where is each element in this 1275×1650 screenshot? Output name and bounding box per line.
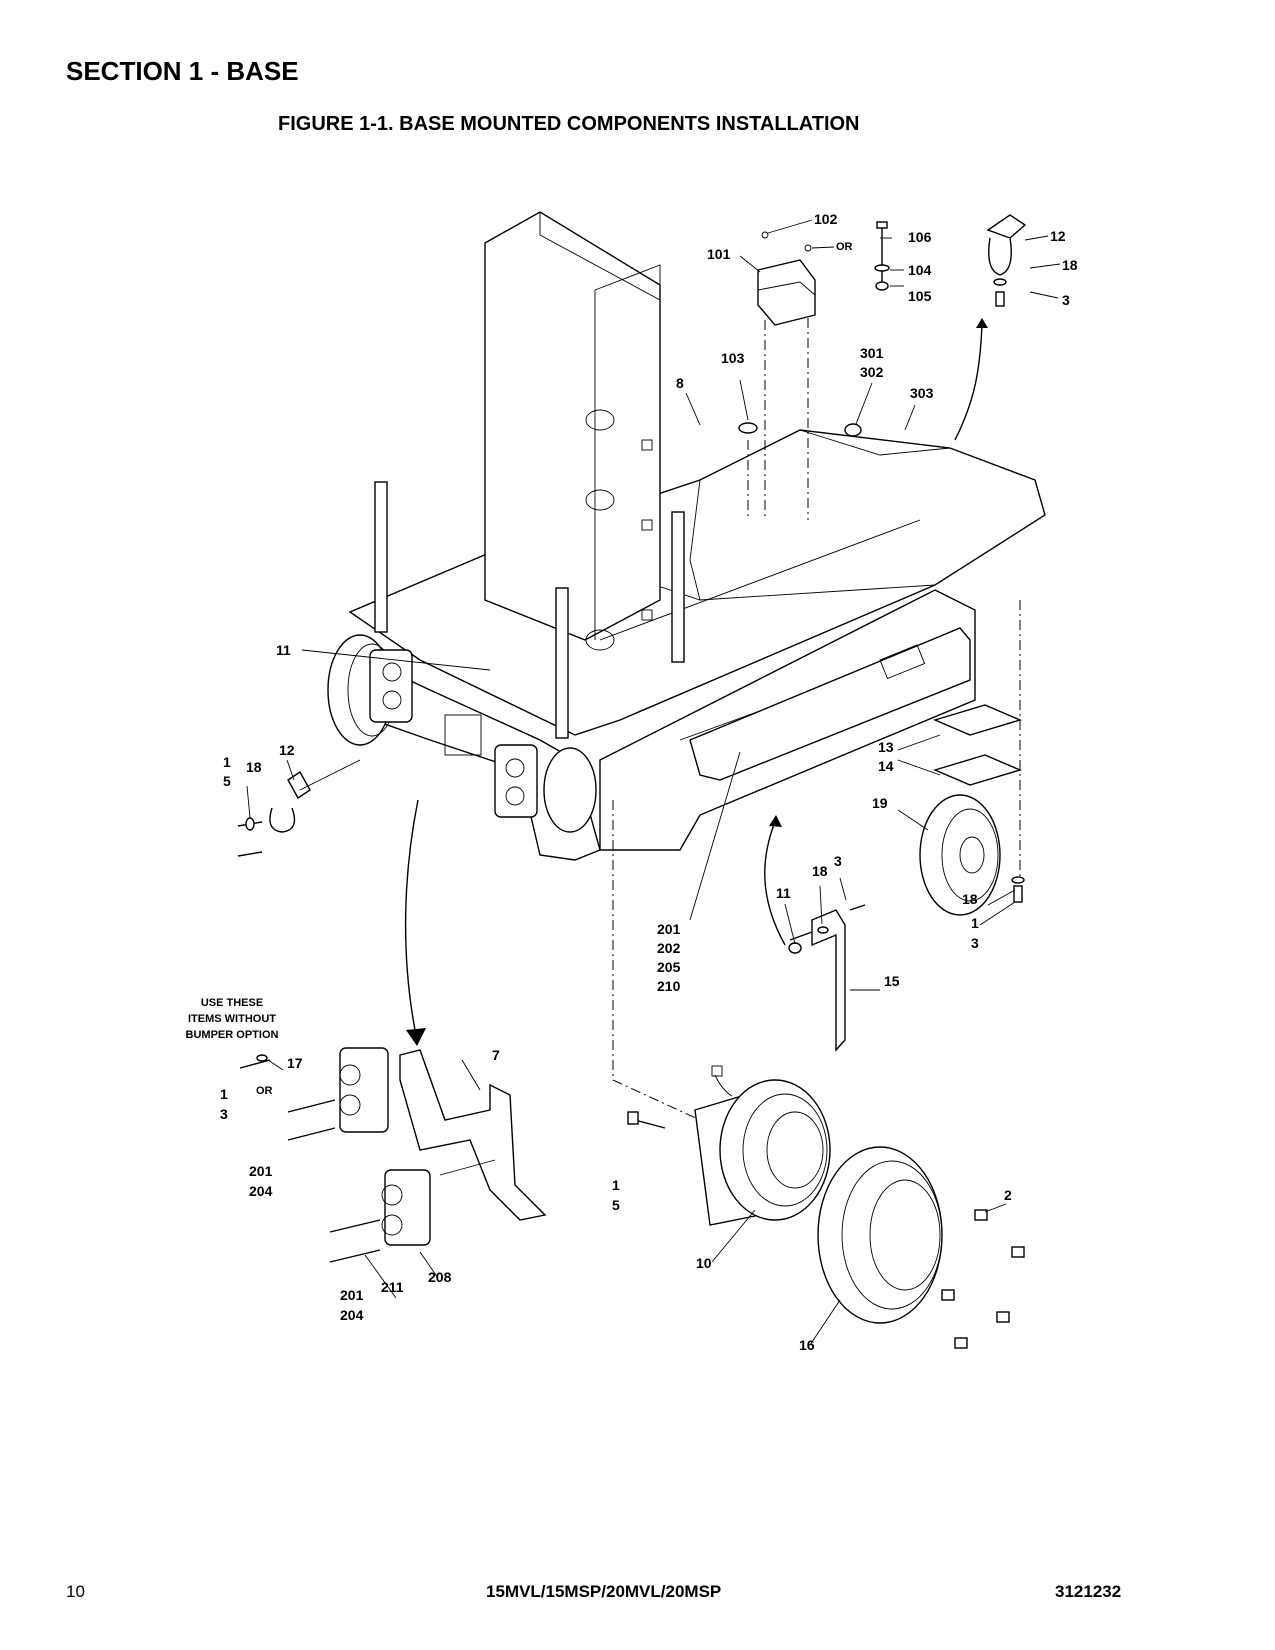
- callout-10: 10: [696, 1255, 712, 1271]
- callout-205: 205: [657, 959, 681, 975]
- callout-210: 210: [657, 978, 681, 994]
- callout-3-bumper: 3: [220, 1106, 228, 1122]
- nut-301: [844, 423, 862, 437]
- caster-assembly: [919, 600, 1025, 916]
- tire-16: [817, 1146, 943, 1324]
- callout-302: 302: [860, 364, 884, 380]
- callout-11-left: 11: [276, 642, 291, 658]
- callout-8: 8: [676, 375, 684, 391]
- callout-18-mid: 18: [812, 863, 828, 879]
- figure-title: FIGURE 1-1. BASE MOUNTED COMPONENTS INST…: [278, 113, 860, 135]
- callout-105: 105: [908, 288, 932, 304]
- document-number: 3121232: [1055, 1582, 1122, 1601]
- callout-12-left: 12: [279, 742, 295, 758]
- callout-106: 106: [908, 229, 932, 245]
- callout-201-bumper-a: 201: [249, 1163, 273, 1179]
- callout-14: 14: [878, 758, 894, 774]
- callout-5-motor: 5: [612, 1197, 620, 1213]
- callout-1-bumper: 1: [220, 1086, 228, 1102]
- note-line-1: USE THESE: [201, 997, 263, 1009]
- callout-13: 13: [878, 739, 894, 755]
- or-label-bumper: OR: [256, 1085, 273, 1097]
- callout-103: 103: [721, 350, 745, 366]
- bracket-15: [764, 815, 866, 1052]
- section-title: SECTION 1 - BASE: [66, 56, 299, 86]
- callout-12-top: 12: [1050, 228, 1066, 244]
- callout-101: 101: [707, 246, 731, 262]
- callout-18-right: 18: [962, 891, 978, 907]
- callout-303: 303: [910, 385, 934, 401]
- arrow-to-bumper-head: [406, 1028, 426, 1046]
- mast-plate: [484, 211, 661, 651]
- callout-102: 102: [814, 211, 838, 227]
- callout-18-top: 18: [1062, 257, 1078, 273]
- callout-17: 17: [287, 1055, 303, 1071]
- callout-201-center: 201: [657, 921, 681, 937]
- callout-211: 211: [381, 1279, 404, 1295]
- callout-16: 16: [799, 1337, 815, 1353]
- callout-208: 208: [428, 1269, 452, 1285]
- callout-18-left: 18: [246, 759, 262, 775]
- callout-204-bumper-a: 204: [249, 1183, 273, 1199]
- vertical-straps: [374, 481, 685, 739]
- drive-centerline: [612, 800, 701, 1121]
- drive-motor-10: [627, 1065, 831, 1226]
- or-label-top: OR: [836, 241, 853, 253]
- callout-2: 2: [1004, 1187, 1012, 1203]
- callout-201-bumper-b: 201: [340, 1287, 364, 1303]
- callout-202: 202: [657, 940, 681, 956]
- lug-bolts-2: [941, 1209, 1025, 1349]
- callout-1-left: 1: [223, 754, 231, 770]
- callout-15: 15: [884, 973, 900, 989]
- callout-1-motor: 1: [612, 1177, 620, 1193]
- callout-11-mid: 11: [776, 885, 791, 901]
- charger-101: [757, 231, 816, 520]
- fastener-stack-104-106: [874, 221, 890, 291]
- callout-19: 19: [872, 795, 888, 811]
- callout-204-bumper-b: 204: [340, 1307, 364, 1323]
- callout-1-right: 1: [971, 915, 979, 931]
- callout-7: 7: [492, 1047, 500, 1063]
- note-line-3: BUMPER OPTION: [186, 1029, 279, 1041]
- lifting-eye-top: [954, 214, 1027, 441]
- bumper-bracket-7: [239, 1047, 547, 1263]
- base-frame: [327, 429, 1046, 861]
- model-numbers: 15MVL/15MSP/20MVL/20MSP: [486, 1582, 722, 1601]
- leader-lines: [246, 219, 1061, 1346]
- callout-5-left: 5: [223, 773, 231, 789]
- callout-labels: 102 101 106 104 105 12 18 3 103 8 301 30…: [186, 211, 1078, 1353]
- callout-104: 104: [908, 262, 932, 278]
- note-line-2: ITEMS WITHOUT: [188, 1013, 276, 1025]
- callout-3-mid: 3: [834, 853, 842, 869]
- callout-3-right: 3: [971, 935, 979, 951]
- plug-103: [738, 422, 758, 434]
- arrow-to-bumper: [404, 799, 419, 1031]
- callout-3-top: 3: [1062, 292, 1070, 308]
- page-number: 10: [66, 1582, 85, 1601]
- callout-301: 301: [860, 345, 884, 361]
